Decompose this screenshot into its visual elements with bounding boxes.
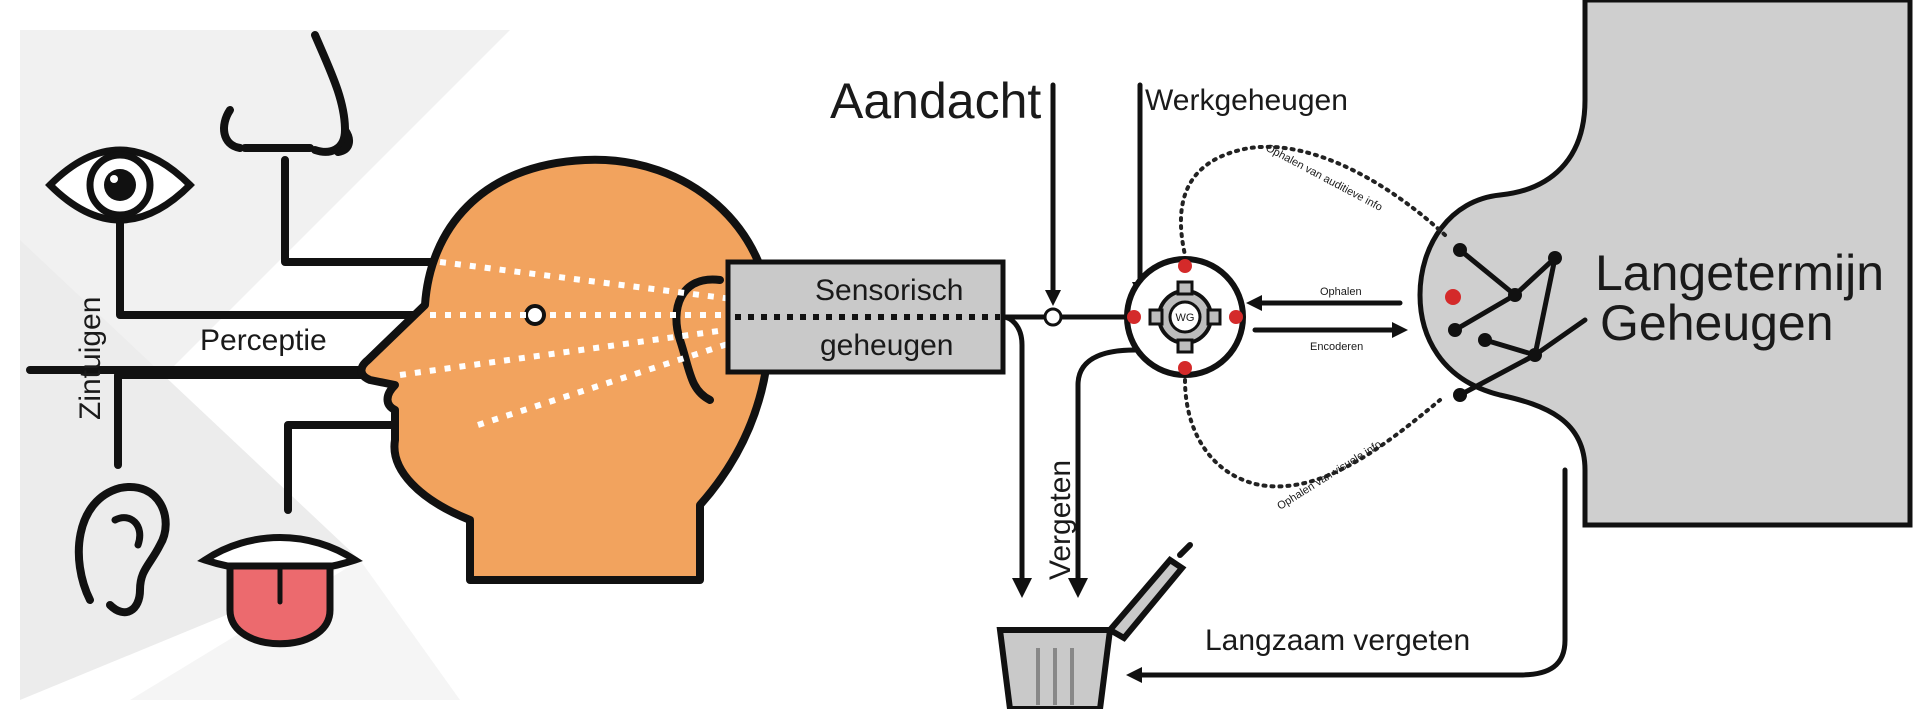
sensory-memory-label-line1: Sensorisch <box>815 274 963 307</box>
tongue-icon <box>197 534 363 648</box>
eye-icon <box>45 146 195 224</box>
long-term-memory-region <box>1417 0 1913 528</box>
sense-connectors <box>26 156 482 514</box>
working-memory-abbrev: WG <box>1176 312 1195 324</box>
attention-label: Aandacht <box>830 73 1041 129</box>
memory-network <box>1445 243 1588 402</box>
retrieve-label: Ophalen <box>1320 286 1362 298</box>
forgetting-label: Vergeten <box>1044 460 1077 580</box>
sensory-memory-label-line2: geheugen <box>820 329 953 362</box>
head-icon <box>357 155 774 584</box>
ear-icon <box>74 482 170 617</box>
working-memory-node: WG <box>1124 256 1246 378</box>
encode-label: Encoderen <box>1310 341 1363 353</box>
perception-label: Perceptie <box>200 324 327 357</box>
slow-forgetting-label: Langzaam vergeten <box>1205 624 1470 657</box>
ltm-label-line2: Geheugen <box>1600 295 1834 351</box>
auditory-loop <box>1178 144 1447 257</box>
retrieve-visual-label: Ophalen van visuele info <box>1275 439 1384 513</box>
trash-can-icon <box>996 542 1193 709</box>
retrieve-encode-arrows <box>1246 295 1408 338</box>
sensory-memory-box: Sensorisch geheugen <box>725 259 1006 375</box>
nose-icon <box>220 31 353 156</box>
visual-loop <box>1183 378 1442 489</box>
working-memory-label: Werkgeheugen <box>1145 84 1348 117</box>
gear-icon: WG <box>1148 280 1222 354</box>
ltm-label-line1: Langetermijn <box>1595 245 1884 301</box>
flow-lines <box>1000 82 1568 683</box>
senses-label: Zintuigen <box>74 297 107 420</box>
